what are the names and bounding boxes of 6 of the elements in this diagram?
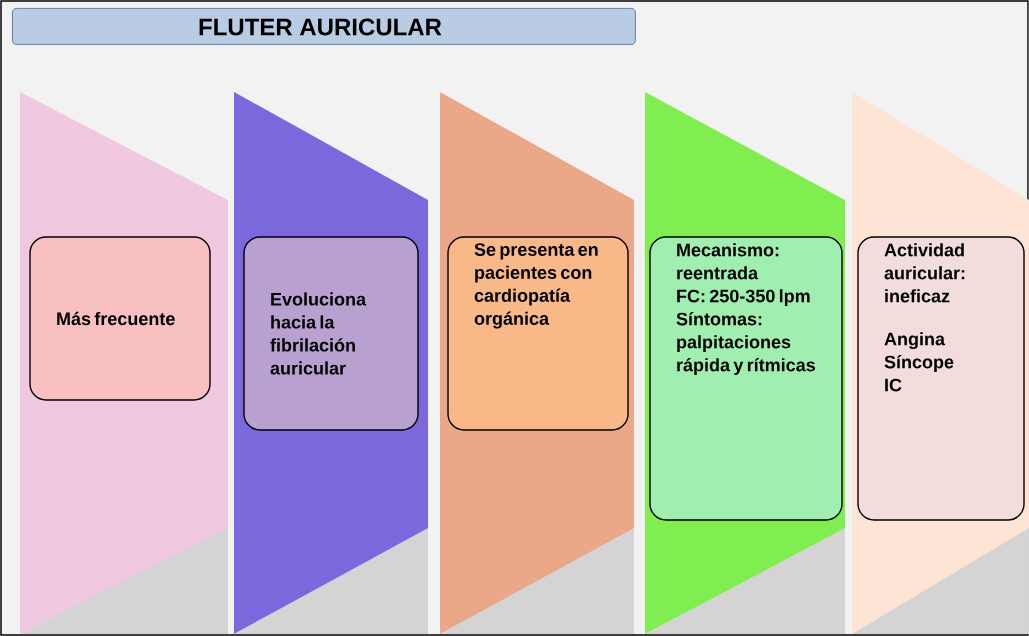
text-box: Mecanismo: reentrada FC: 250-350 lpm Síntomas: palpitaciones rápida y rítmicas <box>649 236 843 521</box>
text-box: Evoluciona hacia la fibrilación auricular <box>243 236 419 431</box>
text-box: Más frecuente <box>29 236 211 401</box>
text-box: Se presenta en pacientes con cardiopatía orgánica <box>447 236 629 431</box>
text-box: Actividad auricular: ineficaz Angina Síncope IC <box>857 236 1025 521</box>
title-banner: FLUTER AURICULAR <box>12 8 636 45</box>
